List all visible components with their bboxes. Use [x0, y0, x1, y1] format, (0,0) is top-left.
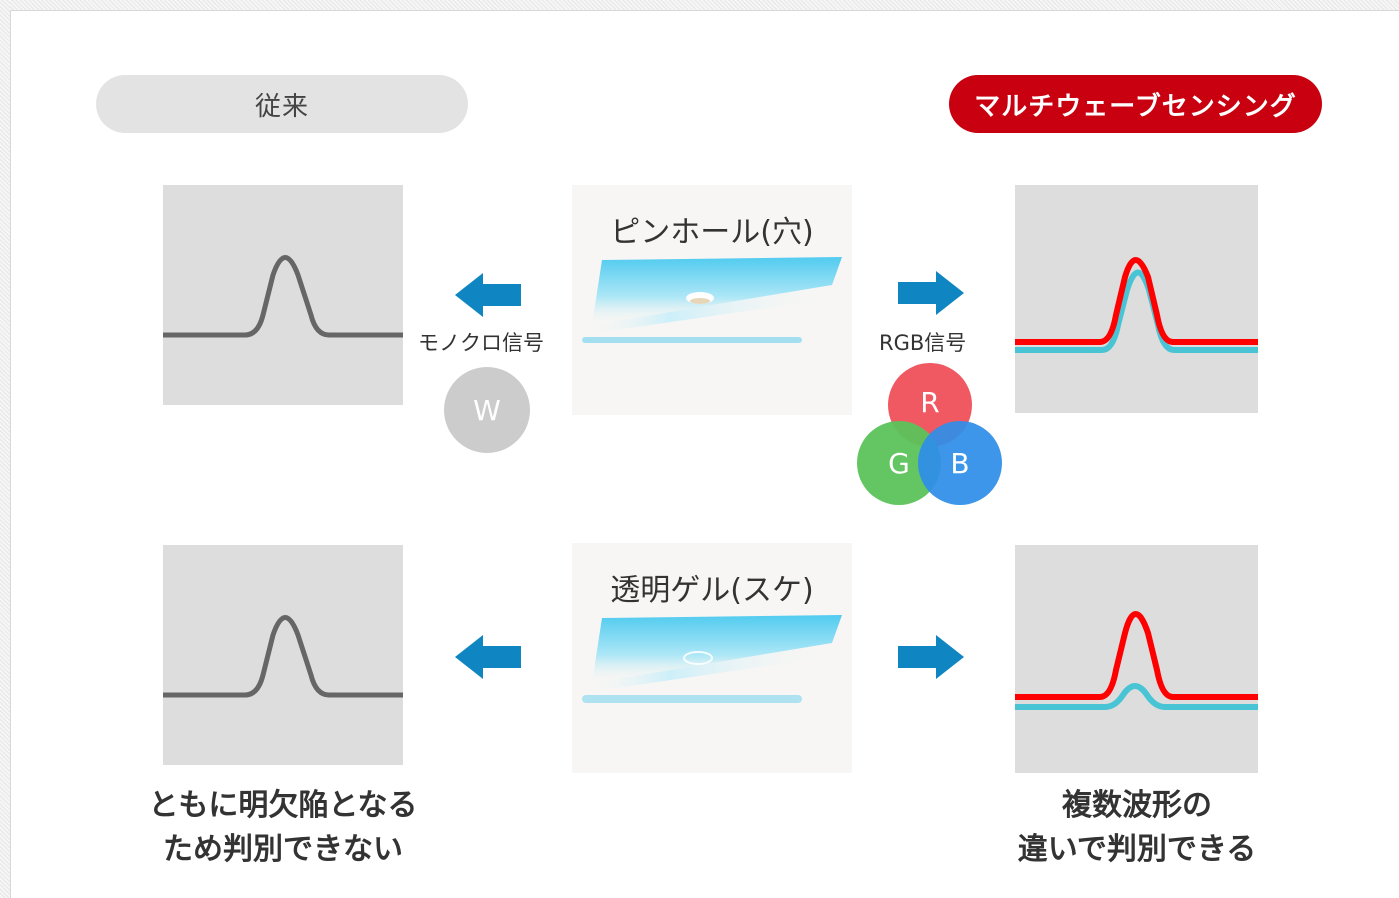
conventional-waveform-pinhole — [163, 185, 403, 405]
arrow-left-icon — [455, 273, 521, 317]
frame-left — [0, 0, 10, 898]
mono-signal-label: モノクロ信号 — [418, 331, 544, 355]
multiwave-caption-line2: 違いで判別できる — [1017, 832, 1257, 867]
frame-line-top — [10, 10, 1399, 11]
frame-line-left — [10, 10, 11, 898]
green-channel-label: G — [888, 446, 910, 480]
conventional-header: 従来 — [96, 75, 468, 133]
multiwave-waveform-gel — [1015, 545, 1258, 773]
arrow-right-icon — [898, 271, 964, 315]
red-channel-label: R — [920, 385, 940, 419]
multiwave-header: マルチウェーブセンシング — [949, 75, 1322, 133]
conventional-caption-line1: ともに明欠陥となる — [148, 788, 418, 823]
mono-wave-line — [163, 615, 403, 698]
multiwave-caption-line1: 複数波形の — [1062, 788, 1212, 823]
red-wave-line — [1015, 257, 1258, 345]
white-channel-circle: W — [444, 367, 530, 453]
blue-channel-label: B — [950, 446, 970, 480]
pinhole-title: ピンホール(穴) — [610, 215, 814, 250]
film-surface-graphic — [582, 615, 842, 703]
conventional-waveform-gel — [163, 545, 403, 765]
blue-channel-circle: B — [918, 421, 1002, 505]
cyan-wave-line — [1015, 269, 1258, 353]
gel-title: 透明ゲル(スケ) — [610, 573, 814, 608]
white-channel-label: W — [473, 393, 501, 427]
gel-illustration: 透明ゲル(スケ) — [572, 543, 852, 773]
mono-wave-line — [163, 255, 403, 338]
cyan-wave-line — [1015, 683, 1258, 710]
pinhole-illustration: ピンホール(穴) — [572, 185, 852, 415]
multiwave-waveform-pinhole — [1015, 185, 1258, 413]
conventional-caption-line2: ため判別できない — [163, 832, 403, 867]
conventional-caption: ともに明欠陥となる ため判別できない — [128, 784, 438, 872]
arrow-left-icon — [455, 635, 521, 679]
rgb-signal-label: RGB信号 — [879, 331, 967, 355]
gel-spot — [683, 651, 713, 665]
arrow-right-icon — [898, 635, 964, 679]
film-surface-graphic — [582, 257, 842, 343]
multiwave-caption: 複数波形の 違いで判別できる — [980, 784, 1294, 872]
red-wave-line — [1015, 611, 1258, 700]
frame-top — [0, 0, 1399, 10]
